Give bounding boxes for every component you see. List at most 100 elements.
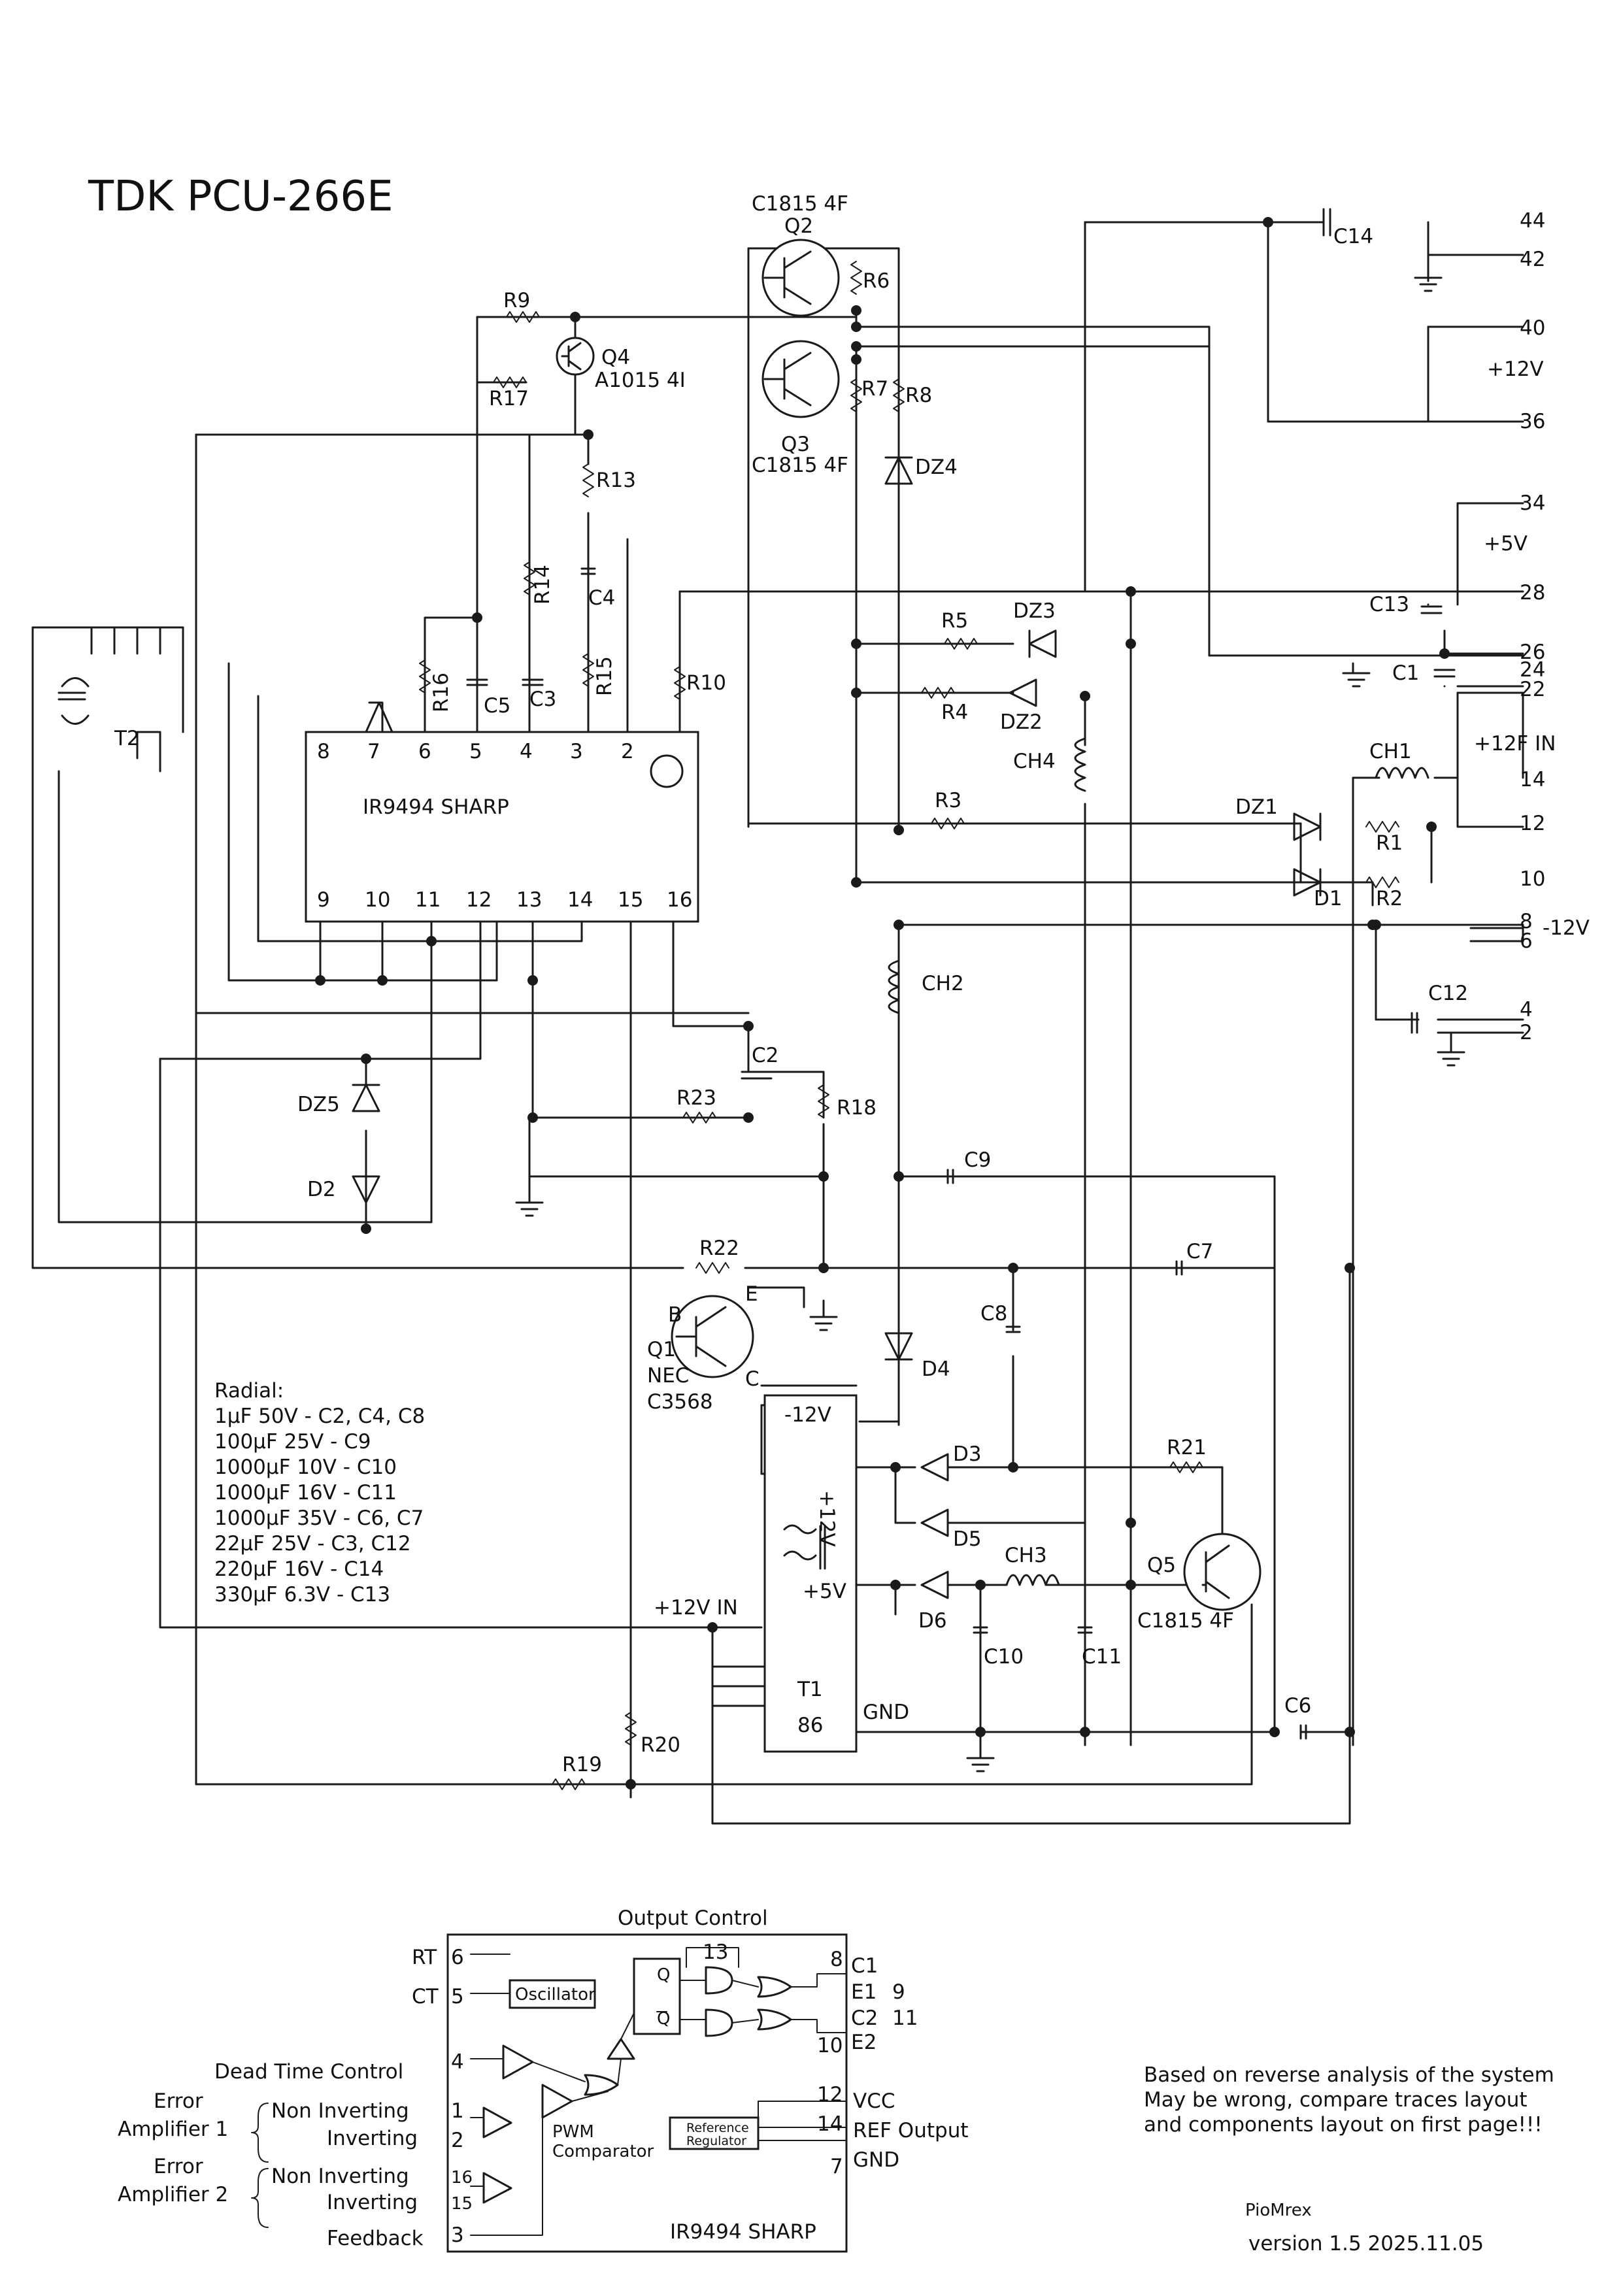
ic-pin-16: 16 bbox=[667, 888, 692, 912]
t1-ref: T1 bbox=[797, 1678, 823, 1701]
label-ch1: CH1 bbox=[1369, 740, 1412, 763]
inductor-symbols bbox=[888, 737, 1429, 1586]
label-e1-out: E1 bbox=[851, 1980, 877, 2004]
pwm-label: PWM bbox=[552, 2122, 594, 2142]
ic-pin-3: 3 bbox=[570, 740, 583, 763]
block-title: Output Control bbox=[618, 1906, 768, 1930]
resistor-symbols bbox=[419, 261, 1399, 1790]
label-c11: C11 bbox=[1082, 1645, 1122, 1669]
label-r5: R5 bbox=[941, 609, 968, 633]
q2-ref: Q2 bbox=[784, 214, 813, 238]
disclaimer-line: Based on reverse analysis of the system bbox=[1144, 2063, 1554, 2087]
q1-part: C3568 bbox=[647, 1390, 713, 1414]
label-ct: CT bbox=[412, 1985, 439, 2008]
diode-symbols bbox=[352, 456, 1322, 1599]
label-noninv-1: Non Inverting bbox=[271, 2099, 409, 2123]
ic-pin-12: 12 bbox=[466, 888, 492, 912]
label-r16: R15 bbox=[593, 656, 616, 696]
q3-ref: Q3 bbox=[781, 433, 810, 456]
label-r8: R8 bbox=[905, 384, 932, 407]
t1-transformer: -12V +12V +5V T1 86 GND +12V IN bbox=[654, 1394, 909, 1753]
conn-minus12v: -12V bbox=[1543, 916, 1590, 940]
ic-pin-7: 7 bbox=[367, 740, 380, 763]
wiring bbox=[31, 221, 1524, 1825]
label-c4: C4 bbox=[588, 586, 615, 610]
label-ea2b: Amplifier 2 bbox=[118, 2183, 228, 2206]
junctions bbox=[315, 217, 1450, 1789]
label-r3: R3 bbox=[935, 789, 961, 812]
t2-ref: T2 bbox=[114, 727, 140, 750]
label-r17: R16 bbox=[429, 673, 453, 712]
t1-gnd: GND bbox=[863, 1701, 909, 1724]
version-label: version 1.5 2025.11.05 bbox=[1248, 2232, 1484, 2255]
conn-6: 6 bbox=[1520, 929, 1533, 953]
bpin-13: 13 bbox=[703, 1940, 728, 1964]
label-dz1: DZ1 bbox=[1235, 795, 1278, 819]
conn-42: 42 bbox=[1520, 248, 1545, 271]
label-deadtime: Dead Time Control bbox=[214, 2060, 403, 2084]
label-d5: D5 bbox=[953, 1527, 982, 1551]
label-ch4: CH4 bbox=[1013, 750, 1056, 773]
ic-pin-10: 10 bbox=[365, 888, 390, 912]
q1-maker: NEC bbox=[647, 1364, 689, 1388]
label-c2-out: C2 bbox=[851, 2006, 878, 2030]
label-ch3: CH3 bbox=[1005, 1544, 1047, 1567]
q1-e: E bbox=[745, 1282, 758, 1306]
radial-title: Radial: bbox=[214, 1379, 284, 1403]
conn-26: 26 bbox=[1520, 641, 1545, 664]
label-ea2a: Error bbox=[154, 2155, 203, 2178]
conn-2: 2 bbox=[1520, 1021, 1533, 1044]
q1-c: C bbox=[745, 1367, 760, 1391]
author-watermark: PioMrex bbox=[1245, 2201, 1312, 2220]
oscillator-label: Oscillator bbox=[515, 1985, 595, 2005]
label-c1-out: C1 bbox=[851, 1954, 878, 1978]
conn-44: 44 bbox=[1520, 209, 1545, 233]
conn-4: 4 bbox=[1520, 998, 1533, 1022]
label-c6: C6 bbox=[1284, 1694, 1311, 1718]
bpin-8: 8 bbox=[830, 1948, 843, 1971]
ic-pin-4: 4 bbox=[520, 740, 533, 763]
conn-24: 24 bbox=[1520, 658, 1545, 682]
label-d2: D2 bbox=[307, 1178, 336, 1201]
label-d4: D4 bbox=[922, 1357, 950, 1381]
q5-part: C1815 4F bbox=[1137, 1609, 1234, 1633]
conn-34: 34 bbox=[1520, 491, 1545, 515]
label-r19: R19 bbox=[562, 1753, 602, 1776]
label-r9: R9 bbox=[503, 289, 530, 312]
disclaimer-line: and components layout on first page!!! bbox=[1144, 2113, 1543, 2137]
block-ic-name: IR9494 SHARP bbox=[670, 2220, 816, 2244]
ic-pin-5: 5 bbox=[469, 740, 482, 763]
radial-line: 330µF 6.3V - C13 bbox=[214, 1583, 390, 1606]
ic-pin-8: 8 bbox=[317, 740, 330, 763]
t1-p12: +12V bbox=[815, 1490, 839, 1547]
label-ea1a: Error bbox=[154, 2089, 203, 2113]
label-ref-out: REF Output bbox=[853, 2119, 969, 2142]
label-rt: RT bbox=[412, 1946, 437, 1969]
label-noninv-2: Non Inverting bbox=[271, 2165, 409, 2188]
bpin-5: 5 bbox=[451, 1985, 464, 2008]
conn-40: 40 bbox=[1520, 316, 1545, 340]
disclaimer-line: May be wrong, compare traces layout bbox=[1144, 2088, 1528, 2112]
ff-q: Q bbox=[657, 1965, 670, 1985]
conn-12f-in: +12F IN bbox=[1474, 732, 1556, 756]
ic-pin-11: 11 bbox=[415, 888, 441, 912]
label-pin9-out: 9 bbox=[892, 1980, 905, 2004]
label-gnd-out: GND bbox=[853, 2148, 899, 2172]
label-r13: R13 bbox=[596, 469, 636, 492]
label-c14: C14 bbox=[1333, 225, 1373, 248]
label-d6: D6 bbox=[918, 1609, 947, 1633]
q4-transistor: Q4 A1015 4I bbox=[556, 337, 686, 392]
radial-line: 100µF 25V - C9 bbox=[214, 1430, 371, 1454]
ff-qbar: Q bbox=[657, 2009, 670, 2029]
label-inv-1: Inverting bbox=[327, 2127, 418, 2150]
label-e2-out: E2 bbox=[851, 2031, 877, 2054]
ir9494-block-diagram: Output Control Oscillator Q Q Reference … bbox=[118, 1906, 969, 2253]
label-r4: R4 bbox=[941, 701, 968, 724]
t2-transformer: T2 bbox=[58, 626, 161, 773]
ic-pin-15: 15 bbox=[618, 888, 643, 912]
label-feedback: Feedback bbox=[327, 2227, 424, 2250]
label-r21: R23 bbox=[677, 1086, 716, 1110]
label-inv-2: Inverting bbox=[327, 2191, 418, 2214]
ground-symbols bbox=[515, 276, 1465, 1772]
